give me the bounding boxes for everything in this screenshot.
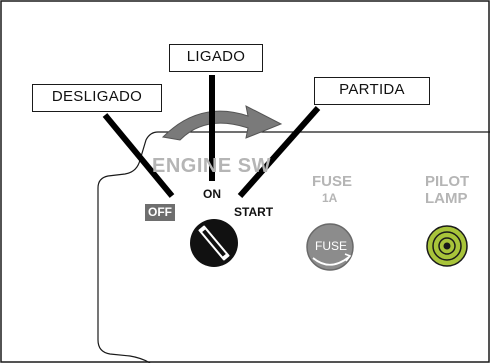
off-label: OFF [148, 205, 172, 219]
desligado-leader-line [102, 113, 175, 198]
pilot-lamp-icon [426, 225, 468, 267]
pilot-label: PILOT [425, 173, 470, 190]
fuse-rating-label: 1A [322, 191, 338, 205]
fuse-label: FUSE [312, 173, 353, 190]
panel-outline [97, 131, 490, 363]
rotation-arrow-icon [161, 105, 283, 141]
callout-partida: PARTIDA [314, 77, 430, 105]
partida-leader-line [237, 106, 321, 198]
on-label: ON [203, 187, 221, 201]
callout-desligado: DESLIGADO [32, 84, 162, 112]
lamp-label: LAMP [425, 190, 468, 207]
callout-ligado: LIGADO [169, 44, 263, 72]
key-switch-knob-icon [190, 219, 238, 267]
off-badge [145, 204, 175, 221]
engine-sw-label: ENGINE SW [152, 155, 271, 177]
start-label: START [234, 205, 274, 219]
fuse-cap-icon [306, 223, 354, 271]
fuse-cap-text: FUSE [315, 239, 348, 253]
